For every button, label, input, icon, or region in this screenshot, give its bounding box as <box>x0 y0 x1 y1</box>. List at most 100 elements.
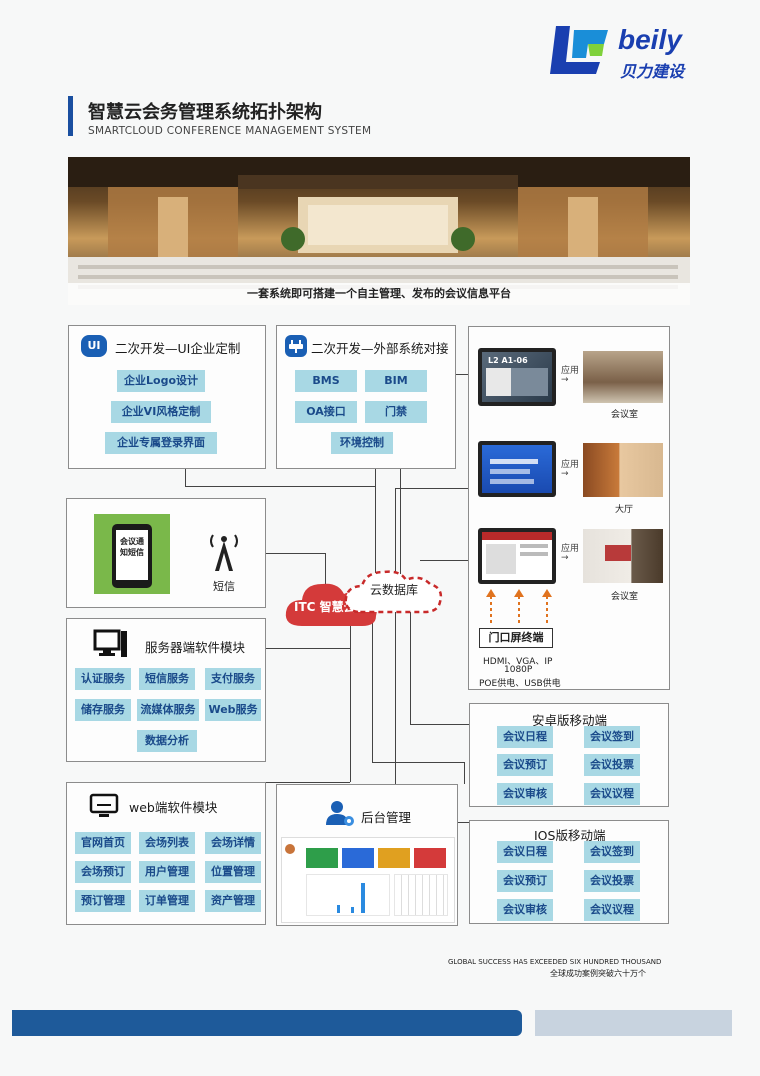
room-label: 会议室 <box>611 592 639 602</box>
screen1-text: L2 A1-06 <box>488 356 528 365</box>
web-item: 会场预订 <box>75 861 131 883</box>
monitor-icon <box>89 793 119 817</box>
logo-text: beily <box>618 24 682 55</box>
ui-customization-panel: UI 二次开发—UI企业定制 企业Logo设计 企业VI风格定制 企业专属登录界… <box>68 325 266 469</box>
arrow-right-icon: → <box>561 553 569 563</box>
external-integration-panel: 二次开发—外部系统对接 BMS BIM OA接口 门禁 环境控制 <box>276 325 456 469</box>
door-screen-3 <box>478 528 556 584</box>
ui-item: 企业专属登录界面 <box>105 432 217 454</box>
ios-item: 会议审核 <box>497 899 553 921</box>
room-label: 会议室 <box>611 410 639 420</box>
web-item: 会场详情 <box>205 832 261 854</box>
android-item: 会议审核 <box>497 783 553 805</box>
meeting-room-photo <box>583 351 663 403</box>
android-item: 会议签到 <box>584 726 640 748</box>
sms-panel: 会议通知短信 短信 <box>66 498 266 608</box>
antenna-icon <box>210 534 238 571</box>
server-item: 储存服务 <box>75 699 131 721</box>
ext-item: BMS <box>295 370 357 392</box>
footer-bar-light <box>535 1010 732 1036</box>
ios-item: 会议议程 <box>584 899 640 921</box>
admin-dashboard-screenshot <box>281 837 455 923</box>
ui-box-title: 二次开发—UI企业定制 <box>115 341 241 356</box>
upload-arrows-icon <box>486 589 552 623</box>
banner-image <box>68 157 690 305</box>
android-item: 会议投票 <box>584 754 640 776</box>
door-screen-1: L2 A1-06 <box>478 348 556 406</box>
web-box-title: web端软件模块 <box>129 800 218 815</box>
plug-icon <box>285 335 307 357</box>
web-item: 位置管理 <box>205 861 261 883</box>
server-module-panel: 服务器端软件模块 认证服务 短信服务 支付服务 储存服务 流媒体服务 Web服务… <box>66 618 266 762</box>
terminal-spec-1: HDMI、VGA、IP <box>483 657 553 667</box>
banner-caption: 一套系统即可搭建一个自主管理、发布的会议信息平台 <box>68 283 690 305</box>
cloud-database-label: 云数据库 <box>370 583 419 597</box>
ext-box-title: 二次开发—外部系统对接 <box>311 341 449 356</box>
logo-cn-text: 贝力建设 <box>620 62 685 81</box>
admin-box-title: 后台管理 <box>361 810 412 825</box>
server-item: 短信服务 <box>139 668 195 690</box>
terminal-spec-3: POE供电、USB供电 <box>479 679 561 689</box>
ext-item: 环境控制 <box>331 432 393 454</box>
web-module-panel: web端软件模块 官网首页 会场列表 会场详情 会场预订 用户管理 位置管理 预… <box>66 782 266 925</box>
dashed-cloud-icon <box>344 570 443 614</box>
android-item: 会议预订 <box>497 754 553 776</box>
server-item: Web服务 <box>205 699 261 721</box>
ios-item: 会议签到 <box>584 841 640 863</box>
ui-icon: UI <box>81 335 107 357</box>
phone-in-hand-illustration: 会议通知短信 <box>94 514 170 594</box>
ios-box-title: IOS版移动端 <box>534 828 606 843</box>
terminal-label-text: 门口屏终端 <box>488 631 544 644</box>
web-item: 官网首页 <box>75 832 131 854</box>
computer-icon <box>93 629 127 657</box>
web-item: 订单管理 <box>139 890 195 912</box>
brand-logo: beily 贝力建设 <box>548 22 728 82</box>
door-screen-2 <box>478 441 556 497</box>
terminal-label: 门口屏终端 <box>479 628 553 648</box>
apply-label: 应用 <box>561 366 580 376</box>
server-box-title: 服务器端软件模块 <box>145 640 246 655</box>
ext-item: BIM <box>365 370 427 392</box>
android-item: 会议日程 <box>497 726 553 748</box>
ui-item: 企业Logo设计 <box>117 370 205 392</box>
banner-caption-text: 一套系统即可搭建一个自主管理、发布的会议信息平台 <box>247 287 511 300</box>
terminal-spec-2: 1080P <box>504 665 533 675</box>
server-item: 认证服务 <box>75 668 131 690</box>
server-item: 数据分析 <box>137 730 197 752</box>
ext-item: 门禁 <box>365 401 427 423</box>
apply-label: 应用 <box>561 460 580 470</box>
apply-label: 应用 <box>561 544 580 554</box>
itc-cloud-label: ITC 智慧云 <box>294 600 356 614</box>
android-box-title: 安卓版移动端 <box>532 713 608 728</box>
ext-item: OA接口 <box>295 401 357 423</box>
web-item: 资产管理 <box>205 890 261 912</box>
web-item: 预订管理 <box>75 890 131 912</box>
page-title: 智慧云会务管理系统拓扑架构 <box>88 102 322 123</box>
page-subtitle: SMARTCLOUD CONFERENCE MANAGEMENT SYSTEM <box>88 125 372 137</box>
server-item: 流媒体服务 <box>137 699 199 721</box>
footer-cn: 全球成功案例突破六十万个 <box>550 969 646 978</box>
logo-mark-icon <box>550 26 608 74</box>
admin-panel: 后台管理 <box>276 784 458 926</box>
android-item: 会议议程 <box>584 783 640 805</box>
phone-text: 会议通知短信 <box>120 537 144 557</box>
ios-mobile-panel: IOS版移动端 会议日程 会议签到 会议预订 会议投票 会议审核 会议议程 <box>469 820 669 924</box>
server-item: 支付服务 <box>205 668 261 690</box>
admin-user-gear-icon <box>326 801 354 826</box>
meeting-room-door-photo <box>583 529 663 583</box>
ios-item: 会议日程 <box>497 841 553 863</box>
ui-item: 企业VI风格定制 <box>111 401 211 423</box>
arrow-right-icon: → <box>561 375 569 385</box>
footer-en: GLOBAL SUCCESS HAS EXCEEDED SIX HUNDRED … <box>448 958 662 966</box>
display-terminal-panel: L2 A1-06 应用 → 会议室 应用 → 大厅 应用 → 会议室 <box>468 326 670 690</box>
title-accent-bar <box>68 96 73 136</box>
auditorium-illustration <box>68 157 690 305</box>
web-item: 用户管理 <box>139 861 195 883</box>
footer-bar-dark <box>12 1010 522 1036</box>
cloud-database: 云数据库 <box>340 566 446 618</box>
ios-item: 会议投票 <box>584 870 640 892</box>
phone-icon: 会议通知短信 <box>112 524 152 588</box>
room-label: 大厅 <box>615 505 634 515</box>
sms-label: 短信 <box>213 580 235 593</box>
ui-icon-text: UI <box>87 339 101 352</box>
